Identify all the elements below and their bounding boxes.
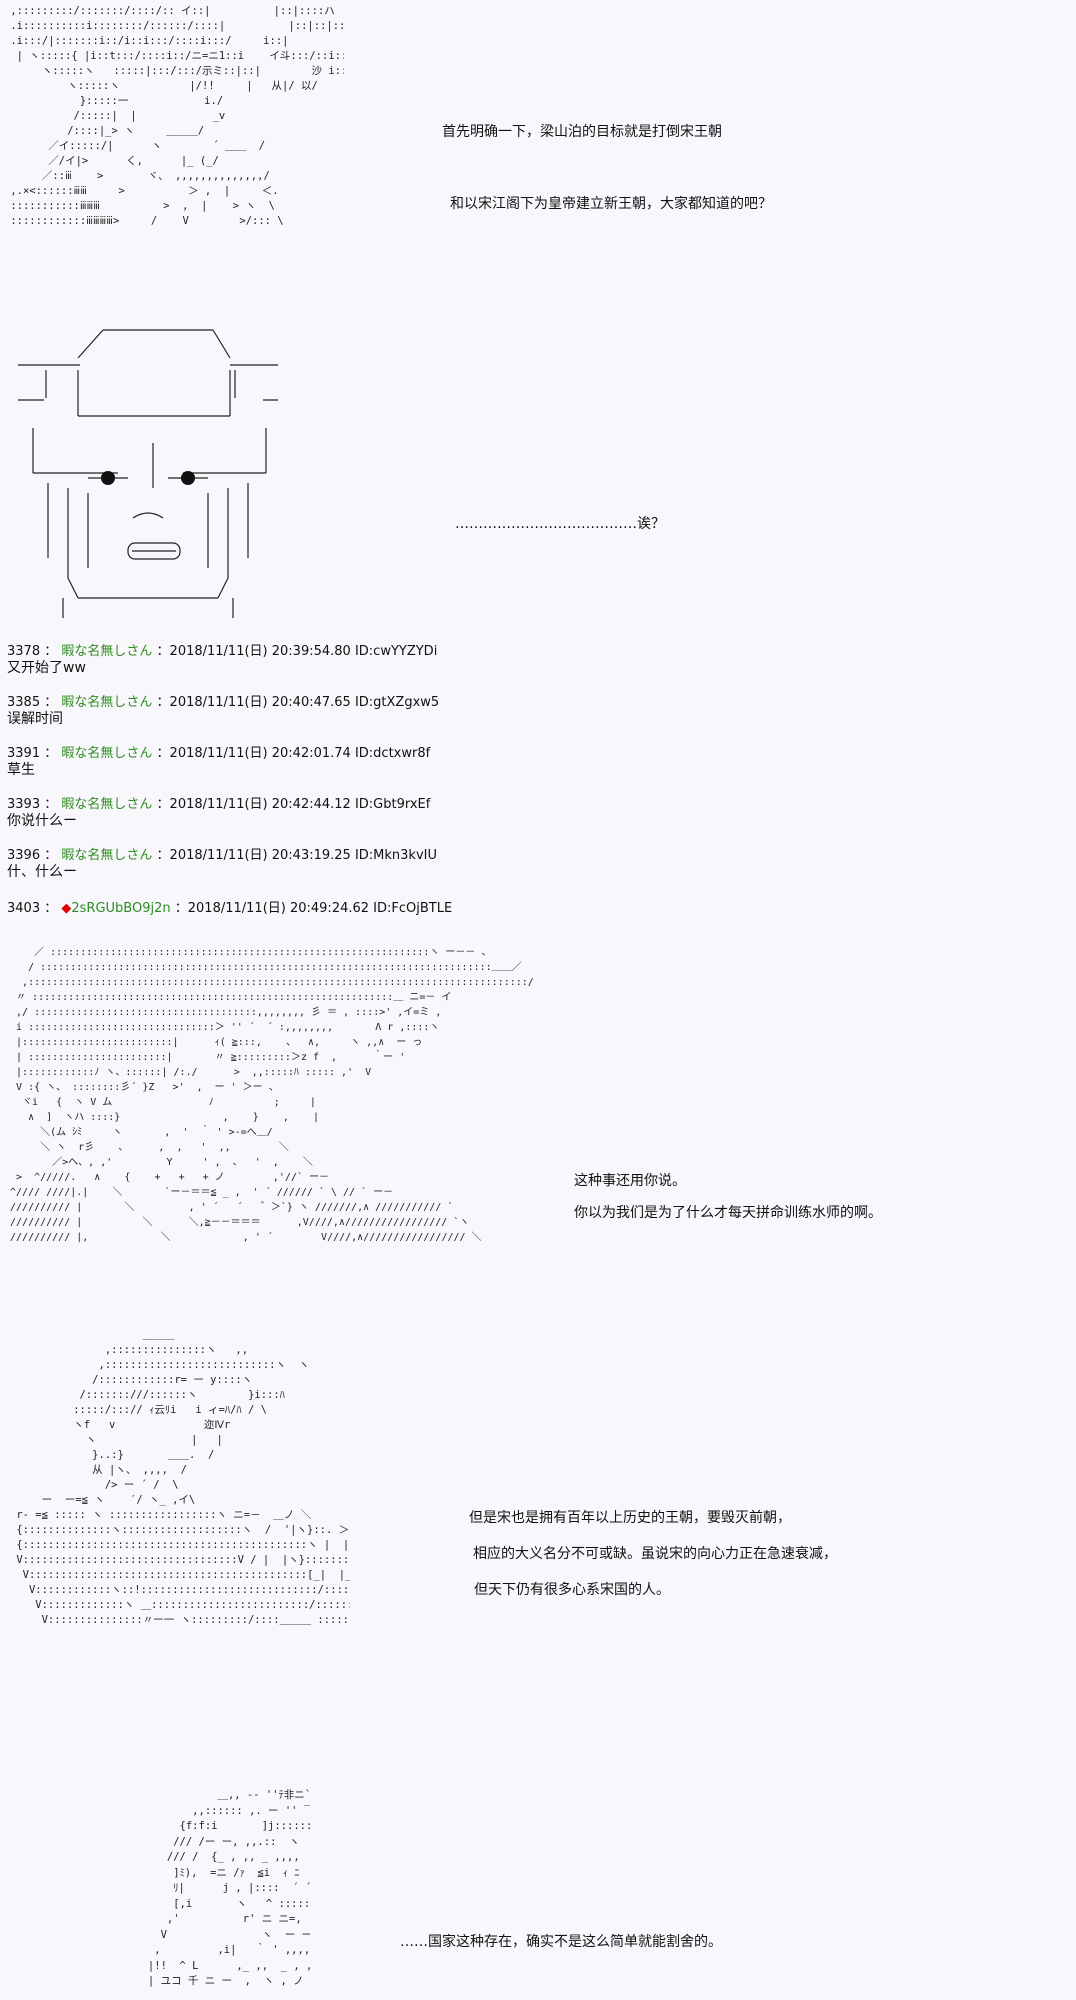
post-body: 草生 (7, 762, 35, 778)
poster-name: 暇な名無しさん (61, 695, 153, 710)
post-date: 2018/11/11(日) 20:40:47.65 (169, 695, 351, 710)
post-body: 你说什么ー (7, 813, 77, 829)
dialogue-line-4: 这种事还用你说。 (574, 1173, 686, 1189)
post-number[interactable]: 3378 (7, 644, 41, 659)
poster-id: ID:cwYYZYDi (354, 644, 438, 659)
post-header: 3385 ： 暇な名無しさん ：2018/11/11(日) 20:40:47.6… (7, 695, 440, 710)
dialogue-line-9: ……国家这种存在，确实不是这么简单就能割舍的。 (400, 1934, 722, 1950)
post-header: 3396 ： 暇な名無しさん ：2018/11/11(日) 20:43:19.2… (7, 848, 438, 863)
post-header: 3403 ： ◆2sRGUbBO9j2n ：2018/11/11(日) 20:4… (7, 901, 453, 916)
post-3403-op: 3403 ： ◆2sRGUbBO9j2n ：2018/11/11(日) 20:4… (7, 900, 452, 917)
post-number[interactable]: 3391 (7, 746, 41, 761)
right-eye (181, 471, 195, 485)
trip-diamond-icon: ◆ (61, 901, 72, 916)
ascii-art-5: ＿＿＿ ,:::::::::::::::ヽ ,, ,::::::::::::::… (16, 1329, 350, 1626)
poster-id: ID:Gbt9rxEf (354, 797, 431, 812)
poster-id: ID:gtXZgxw5 (354, 695, 440, 710)
dialogue-line-1: 首先明确一下，梁山泊的目标就是打倒宋王朝 (442, 124, 722, 140)
dialogue-line-6: 但是宋也是拥有百年以上历史的王朝，要毁灭前朝， (469, 1510, 791, 1526)
poster-id: ID:dctxwr8f (354, 746, 431, 761)
poster-name: 暇な名無しさん (61, 797, 153, 812)
dialogue-line-8: 但天下仍有很多心系宋国的人。 (474, 1582, 670, 1598)
post-number[interactable]: 3403 (7, 901, 41, 916)
left-eye (101, 471, 115, 485)
post-3391: 3391 ： 暇な名無しさん ：2018/11/11(日) 20:42:01.7… (7, 745, 430, 779)
poster-id: ID:FcOjBTLE (373, 901, 453, 916)
dialogue-line-5: 你以为我们是为了什么才每天拼命训练水师的啊。 (574, 1205, 882, 1221)
post-date: 2018/11/11(日) 20:39:54.80 (169, 644, 351, 659)
post-3385: 3385 ： 暇な名無しさん ：2018/11/11(日) 20:40:47.6… (7, 694, 439, 728)
post-number[interactable]: 3385 (7, 695, 41, 710)
post-header: 3378 ： 暇な名無しさん ：2018/11/11(日) 20:39:54.8… (7, 644, 438, 659)
ascii-art-2-face (8, 318, 278, 628)
dialogue-line-3: …………………………………诶？ (455, 516, 665, 532)
post-3396: 3396 ： 暇な名無しさん ：2018/11/11(日) 20:43:19.2… (7, 847, 437, 881)
poster-name: 暇な名無しさん (61, 644, 153, 659)
dialogue-line-2: 和以宋江阁下为皇帝建立新王朝，大家都知道的吧？ (450, 196, 772, 212)
dialogue-line-7: 相应的大义名分不可或缺。虽说宋的向心力正在急速衰减， (473, 1546, 837, 1562)
post-date: 2018/11/11(日) 20:42:01.74 (169, 746, 351, 761)
post-3378: 3378 ： 暇な名無しさん ：2018/11/11(日) 20:39:54.8… (7, 643, 437, 677)
face-drawing (18, 329, 278, 618)
poster-id: ID:Mkn3kvIU (354, 848, 438, 863)
post-date: 2018/11/11(日) 20:49:24.62 (187, 901, 370, 916)
poster-name: 暇な名無しさん (61, 848, 153, 863)
post-3393: 3393 ： 暇な名無しさん ：2018/11/11(日) 20:42:44.1… (7, 796, 430, 830)
poster-trip: 2sRGUbBO9j2n (71, 901, 171, 916)
ascii-art-4: ／ ::::::::::::::::::::::::::::::::::::::… (10, 947, 534, 1243)
ascii-art-1: ,:::::::::/:::::::/::::/:: イ::| |::|::::… (10, 5, 344, 227)
post-header: 3393 ： 暇な名無しさん ：2018/11/11(日) 20:42:44.1… (7, 797, 431, 812)
post-date: 2018/11/11(日) 20:42:44.12 (169, 797, 351, 812)
post-header: 3391 ： 暇な名無しさん ：2018/11/11(日) 20:42:01.7… (7, 746, 431, 761)
post-number[interactable]: 3396 (7, 848, 41, 863)
post-body: 又开始了ww (7, 660, 86, 676)
post-body: 什、什么ー (7, 864, 77, 880)
ascii-art-6: ＿,, -- ''ﾃ非ニ` ヽ ,,:::::: ,. ー '' ￣ ｀ ヽ {… (147, 1789, 310, 1987)
post-date: 2018/11/11(日) 20:43:19.25 (169, 848, 351, 863)
post-number[interactable]: 3393 (7, 797, 41, 812)
poster-name: 暇な名無しさん (61, 746, 153, 761)
post-body: 误解时间 (7, 711, 63, 727)
